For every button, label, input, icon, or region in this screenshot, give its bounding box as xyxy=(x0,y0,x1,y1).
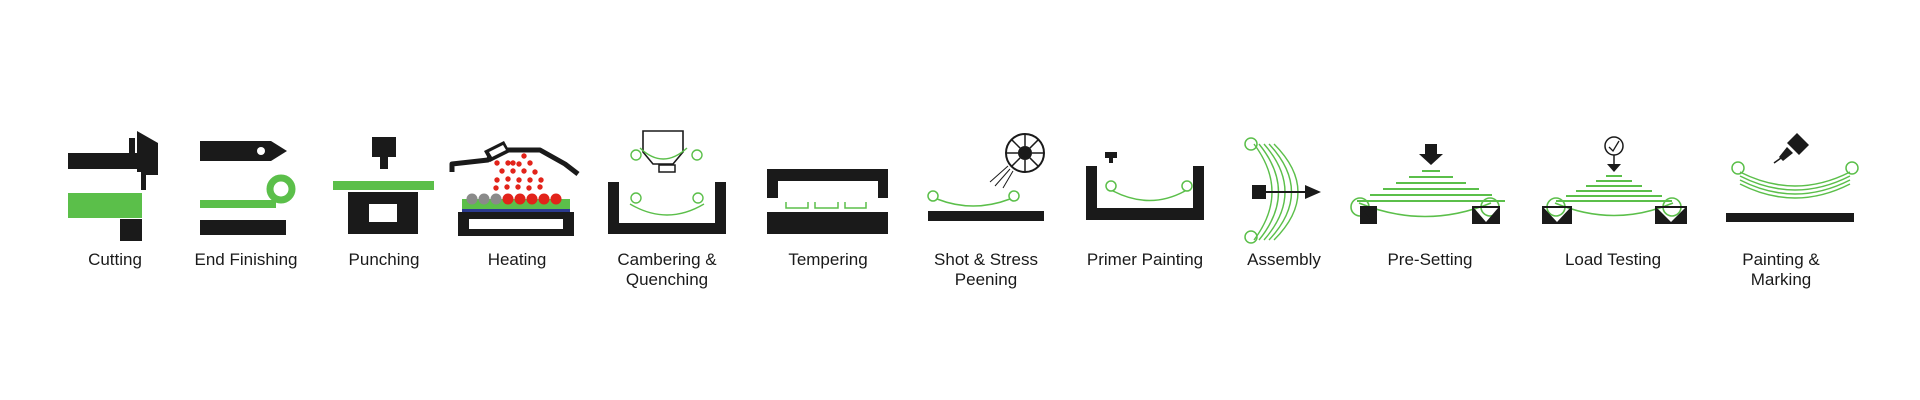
label-assembly: Assembly xyxy=(1247,250,1321,269)
shot-stress-peening-icon xyxy=(927,133,1045,221)
heating-icon xyxy=(449,141,580,236)
label-heating: Heating xyxy=(487,250,547,269)
assembly-icon xyxy=(1244,137,1321,244)
label-shot-stress-peening: Shot & Stress Peening xyxy=(934,250,1038,289)
punching-icon xyxy=(333,137,434,234)
label-cutting: Cutting xyxy=(88,250,142,269)
tempering-icon xyxy=(767,169,888,234)
label-pre-setting: Pre-Setting xyxy=(1387,250,1473,269)
label-cambering-quenching: Cambering & Quenching xyxy=(617,250,717,289)
label-primer-painting: Primer Painting xyxy=(1086,250,1204,269)
label-end-finishing: End Finishing xyxy=(194,250,298,269)
pre-setting-icon xyxy=(1350,144,1505,224)
label-painting-marking: Painting & Marking xyxy=(1742,250,1820,289)
label-load-testing: Load Testing xyxy=(1564,250,1662,269)
label-tempering: Tempering xyxy=(788,250,868,269)
cambering-quenching-icon xyxy=(608,130,726,234)
primer-painting-icon xyxy=(1086,152,1204,220)
load-testing-icon xyxy=(1542,136,1687,224)
cutting-icon xyxy=(68,131,158,241)
label-punching: Punching xyxy=(348,250,420,269)
painting-marking-icon xyxy=(1726,133,1859,222)
end-finishing-icon xyxy=(200,141,296,235)
